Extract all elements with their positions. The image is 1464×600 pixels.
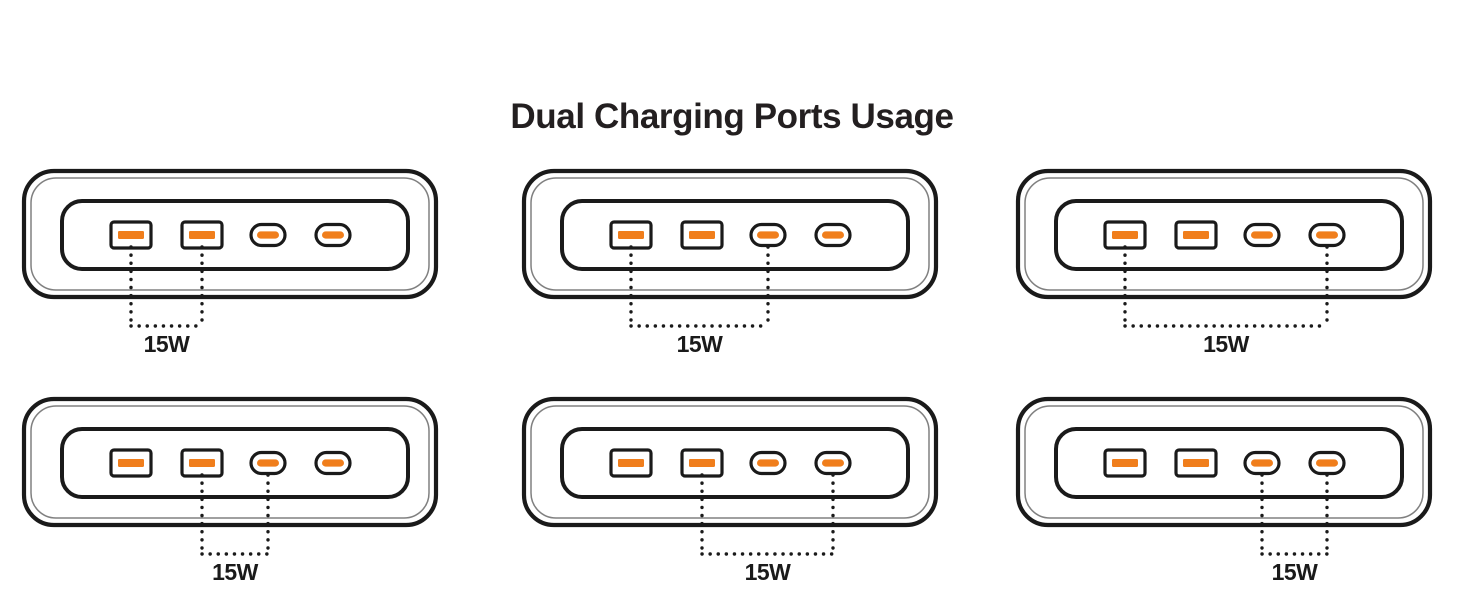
usb-a-port bbox=[109, 448, 153, 478]
usb-c-contact-bar bbox=[757, 231, 779, 239]
port-bay bbox=[60, 427, 410, 499]
usb-c-port bbox=[1243, 222, 1281, 248]
usb-a-contact-bar bbox=[1183, 459, 1209, 467]
usb-c-port bbox=[814, 450, 852, 476]
usb-c-port bbox=[1308, 222, 1346, 248]
usb-c-contact-bar bbox=[822, 231, 844, 239]
port-bay bbox=[1054, 199, 1404, 271]
port-bay bbox=[60, 199, 410, 271]
usb-a-port bbox=[680, 448, 724, 478]
wattage-callout-bracket bbox=[1123, 245, 1329, 328]
usb-c-contact-bar bbox=[757, 459, 779, 467]
usb-c-contact-bar bbox=[322, 459, 344, 467]
wattage-label: 15W bbox=[212, 559, 259, 585]
usb-c-port bbox=[814, 222, 852, 248]
usb-c-contact-bar bbox=[822, 459, 844, 467]
device-panel: 15W bbox=[1014, 393, 1444, 593]
device-shell-inner-outline bbox=[530, 177, 930, 291]
usb-a-port bbox=[1103, 220, 1147, 250]
device-shell-inner-outline bbox=[30, 405, 430, 519]
usb-a-port bbox=[109, 220, 153, 250]
usb-a-port bbox=[609, 220, 653, 250]
usb-a-port bbox=[180, 220, 224, 250]
device-panel: 15W bbox=[20, 393, 450, 593]
usb-c-port bbox=[1243, 450, 1281, 476]
usb-a-port bbox=[180, 448, 224, 478]
device-shell-inner-outline bbox=[1024, 177, 1424, 291]
usb-c-contact-bar bbox=[1251, 231, 1273, 239]
usb-a-contact-bar bbox=[618, 459, 644, 467]
wattage-label: 15W bbox=[745, 559, 792, 585]
usb-a-contact-bar bbox=[1112, 231, 1138, 239]
usb-c-contact-bar bbox=[1316, 459, 1338, 467]
page-title: Dual Charging Ports Usage bbox=[510, 97, 954, 136]
device-panel: 15W bbox=[520, 393, 950, 593]
usb-a-port bbox=[680, 220, 724, 250]
port-bay bbox=[560, 427, 910, 499]
usb-c-port bbox=[314, 450, 352, 476]
device-panel: 15W bbox=[520, 165, 950, 365]
wattage-label: 15W bbox=[677, 331, 724, 357]
device-shell-inner-outline bbox=[30, 177, 430, 291]
usb-c-contact-bar bbox=[1251, 459, 1273, 467]
usb-c-port bbox=[749, 450, 787, 476]
usb-c-contact-bar bbox=[257, 231, 279, 239]
usb-c-port bbox=[249, 222, 287, 248]
usb-a-contact-bar bbox=[1112, 459, 1138, 467]
usb-a-port bbox=[609, 448, 653, 478]
device-panel: 15W bbox=[20, 165, 450, 365]
usb-a-port bbox=[1103, 448, 1147, 478]
usb-c-port bbox=[314, 222, 352, 248]
device-shell-inner-outline bbox=[530, 405, 930, 519]
wattage-label: 15W bbox=[1203, 331, 1250, 357]
port-bay bbox=[1054, 427, 1404, 499]
device-panel: 15W bbox=[1014, 165, 1444, 365]
usb-c-port bbox=[749, 222, 787, 248]
wattage-callout-bracket bbox=[200, 473, 270, 556]
wattage-callout-bracket bbox=[629, 245, 770, 328]
port-bay bbox=[560, 199, 910, 271]
device-shell-inner-outline bbox=[1024, 405, 1424, 519]
wattage-callout-bracket bbox=[129, 245, 204, 328]
usb-a-port bbox=[1174, 220, 1218, 250]
usb-a-contact-bar bbox=[118, 459, 144, 467]
usb-c-contact-bar bbox=[257, 459, 279, 467]
wattage-callout-bracket bbox=[1260, 473, 1329, 556]
usb-a-contact-bar bbox=[189, 231, 215, 239]
usb-a-contact-bar bbox=[689, 231, 715, 239]
usb-c-contact-bar bbox=[1316, 231, 1338, 239]
usb-a-port bbox=[1174, 448, 1218, 478]
usb-a-contact-bar bbox=[689, 459, 715, 467]
usb-a-contact-bar bbox=[189, 459, 215, 467]
wattage-callout-bracket bbox=[700, 473, 835, 556]
wattage-label: 15W bbox=[144, 331, 191, 357]
wattage-label: 15W bbox=[1272, 559, 1319, 585]
usb-a-contact-bar bbox=[118, 231, 144, 239]
usb-a-contact-bar bbox=[1183, 231, 1209, 239]
usb-c-port bbox=[1308, 450, 1346, 476]
usb-a-contact-bar bbox=[618, 231, 644, 239]
usb-c-port bbox=[249, 450, 287, 476]
usb-c-contact-bar bbox=[322, 231, 344, 239]
